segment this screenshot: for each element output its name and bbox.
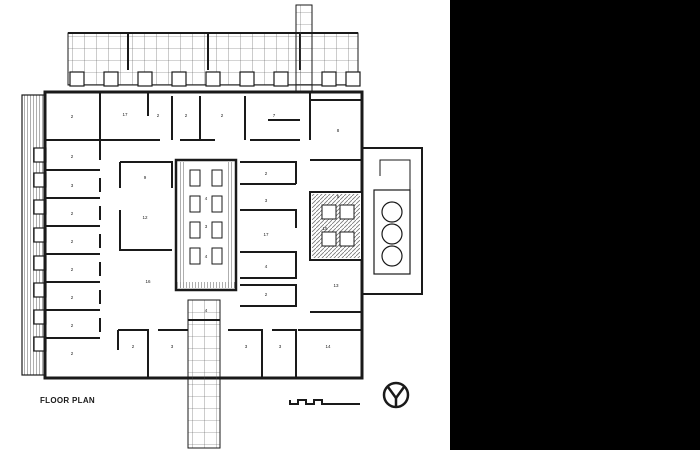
room-number: 3 <box>245 344 248 349</box>
room-number: 13 <box>333 283 339 288</box>
room-number: 5 <box>337 194 340 199</box>
scale-bar-icon <box>289 399 360 405</box>
room-number: 3 <box>205 224 208 229</box>
room-labels: 2 2 3 7 8 9 2 2 12 13 14 15 16 17 17 2 2… <box>71 112 340 356</box>
floor-plan-drawing: 2 2 3 7 8 9 2 2 12 13 14 15 16 17 17 2 2… <box>0 0 450 450</box>
room-number: 2 <box>185 113 188 118</box>
tank-2 <box>381 223 403 245</box>
room-number: 3 <box>171 344 174 349</box>
room-number: 2 <box>71 211 74 216</box>
bottom-rooms <box>117 319 297 378</box>
drawing-caption: FLOOR PLAN <box>40 396 95 405</box>
room-number: 17 <box>122 112 128 117</box>
top-bays <box>69 71 361 87</box>
room-number: 4 <box>265 264 268 269</box>
utility-core <box>309 191 363 261</box>
room-number: 2 <box>132 344 135 349</box>
empty-black-margin <box>450 0 700 450</box>
room-number: 2 <box>157 113 160 118</box>
room-number: 2 <box>221 113 224 118</box>
room-number: 3 <box>265 198 268 203</box>
room-number: 3 <box>279 344 282 349</box>
tank-1 <box>381 201 403 223</box>
room-number: 12 <box>142 215 148 220</box>
right-annex <box>361 147 423 295</box>
room-number: 14 <box>325 344 331 349</box>
room-number: 2 <box>71 239 74 244</box>
left-rooms <box>45 139 101 339</box>
room-number: 2 <box>71 351 74 356</box>
room-number: 2 <box>71 295 74 300</box>
room-number: 9 <box>144 175 147 180</box>
central-blocks <box>119 161 297 307</box>
room-number: 16 <box>145 279 151 284</box>
south-walkway <box>187 299 221 449</box>
room-number: 15 <box>322 226 328 231</box>
room-number: 2 <box>71 323 74 328</box>
room-number: 4 <box>205 254 208 259</box>
room-number: 2 <box>71 154 74 159</box>
tank-3 <box>381 245 403 267</box>
floor-plan-svg: 2 2 3 7 8 9 2 2 12 13 14 15 16 17 17 2 2… <box>21 4 423 449</box>
room-number: 2 <box>265 292 268 297</box>
room-number: 8 <box>337 128 340 133</box>
top-duct <box>295 4 313 92</box>
room-number: 17 <box>263 232 269 237</box>
north-arrow-icon <box>382 381 410 409</box>
room-number: 2 <box>71 267 74 272</box>
room-number: 2 <box>265 171 268 176</box>
left-bays <box>21 94 47 376</box>
room-number: 7 <box>273 113 276 118</box>
room-number: 3 <box>71 183 74 188</box>
central-corridor <box>174 158 238 292</box>
top-rooms <box>99 92 311 141</box>
room-number: 2 <box>71 114 74 119</box>
room-number: 4 <box>205 308 208 313</box>
room-number: 4 <box>205 196 208 201</box>
